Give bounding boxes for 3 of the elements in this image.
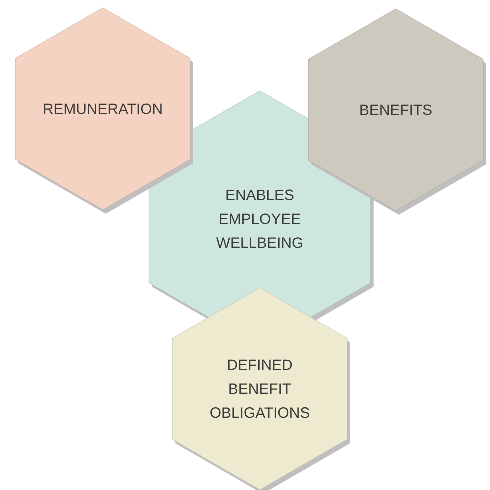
hexagon: REMUNERATION (15, 8, 194, 214)
hexagon: BENEFITS (308, 8, 486, 215)
hexagon: DEFINED BENEFIT OBLIGATIONS (172, 288, 350, 490)
